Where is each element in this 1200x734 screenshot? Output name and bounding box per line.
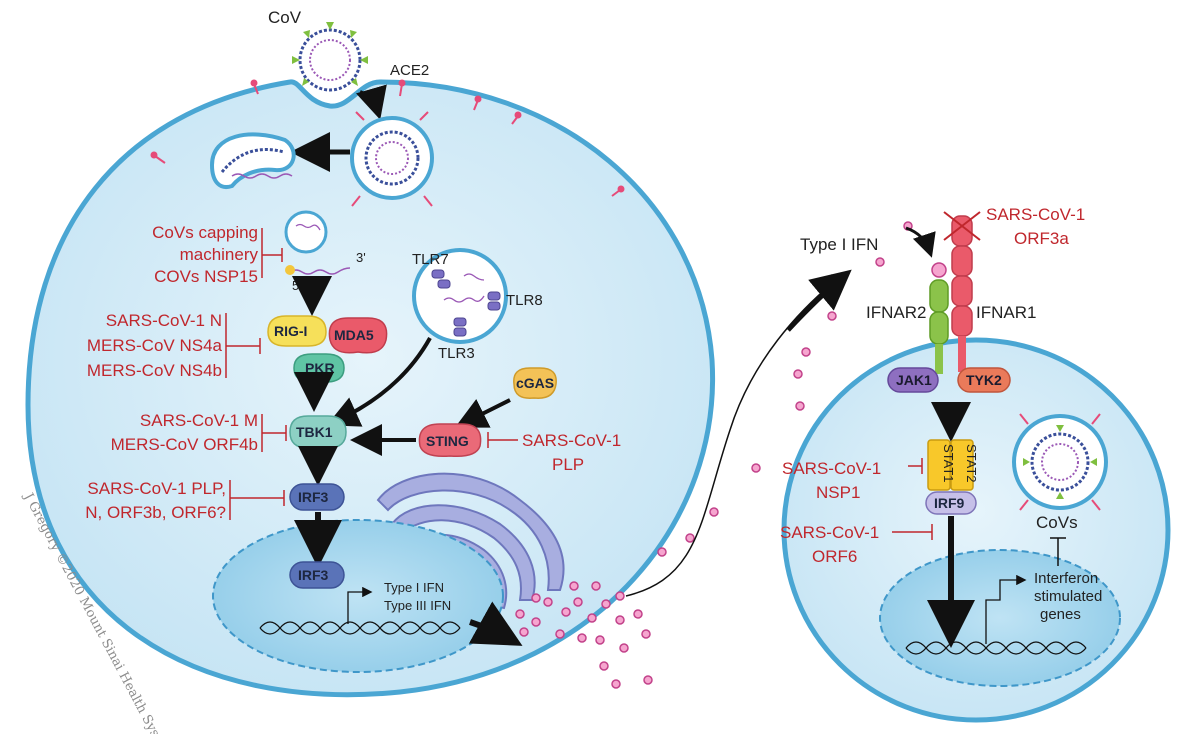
ace2-receptors [150,79,625,197]
sting-inhibitor-1: SARS-CoV-1 [522,431,621,450]
nsp1-inhibitor-1: SARS-CoV-1 [782,459,881,478]
isg-label-1: Interferon [1034,570,1098,587]
irf3-node [289,483,345,511]
capping-inhibition-bar [261,228,283,278]
svg-text:JAK1: JAK1 [896,372,932,388]
orf3a-block-x [943,211,981,241]
right-nucleus [879,549,1121,687]
capping-inhibitor-3: COVs NSP15 [154,267,258,286]
capping-inhibitor-1: CoVs capping [152,223,258,242]
type1-ifn-gene-label: Type I IFN [384,580,444,595]
svg-text:RIG-I: RIG-I [274,323,307,339]
tlr7-label: TLR7 [412,251,449,268]
rna-3prime-label: 3' [356,250,366,265]
ifnar2-receptor [929,262,949,374]
endosome-virus [350,111,434,207]
orf6-inhibitor-1: SARS-CoV-1 [780,523,879,542]
tyk2-node [957,367,1011,393]
svg-text:IRF3: IRF3 [298,489,329,505]
irf3-nuclear-node [289,561,345,589]
svg-text:STAT1: STAT1 [941,444,956,483]
rig-inhibitor-3: MERS-CoV NS4b [87,361,222,380]
isg-label-2: stimulated [1034,588,1102,605]
svg-text:TYK2: TYK2 [966,372,1002,388]
ifn-particles [515,221,913,689]
rna-5prime-label: 5' [292,278,302,293]
irf9-node [925,491,977,515]
isg-label-3: genes [1040,606,1081,623]
stat2-node [950,439,974,491]
covs-label: CoVs [1036,513,1078,532]
right-cell-virus [1012,413,1108,511]
stat-inhibition-bar [908,458,923,474]
ifn-label: Type I IFN [800,235,878,254]
svg-text:STING: STING [426,433,469,449]
orf6-inhibition-bar [892,524,933,540]
sting-inhibitor-2: PLP [552,455,584,474]
mda5-node [328,317,388,354]
virus-label: CoV [268,8,302,27]
orf6-inhibitor-2: ORF6 [812,547,857,566]
sting-node [418,423,482,458]
irf3-inhibition-bar [229,480,285,520]
cgas-node [513,367,557,399]
tbk1-inhibition-bar [261,414,287,452]
capping-inhibitor-2: machinery [180,245,259,264]
covs-inhibition-bar [1050,537,1066,566]
nsp1-inhibitor-2: NSP1 [816,483,860,502]
fusion-vesicle [209,132,296,189]
rig-inhibitor-2: MERS-CoV NS4a [87,336,223,355]
right-dna-helix [905,641,1087,655]
rigi-node [267,315,327,347]
tbk1-inhibitor-1: SARS-CoV-1 M [140,411,258,430]
ace2-label: ACE2 [390,62,429,79]
svg-text:STAT2: STAT2 [964,444,979,483]
cov-virion [292,22,368,92]
left-dna-helix [259,621,461,635]
tlr-endosome [412,248,508,344]
irf3-inhibitor-1: SARS-CoV-1 PLP, [87,479,226,498]
svg-text:IRF3: IRF3 [298,567,329,583]
svg-text:IRF9: IRF9 [934,495,965,511]
stat1-node [927,439,951,491]
svg-text:PKR: PKR [305,360,335,376]
sting-inhibition-bar [487,432,518,448]
svg-text:cGAS: cGAS [516,375,554,391]
orf3a-label-1: SARS-CoV-1 [986,205,1085,224]
tlr8-label: TLR8 [506,292,543,309]
rig-inhibition-bar [225,313,261,378]
left-nucleus [212,519,504,673]
ifnar2-label: IFNAR2 [866,303,926,322]
irf3-inhibitor-2: N, ORF3b, ORF6? [85,503,226,522]
tlr3-label: TLR3 [438,345,475,362]
tbk1-inhibitor-2: MERS-CoV ORF4b [111,435,258,454]
svg-text:MDA5: MDA5 [334,327,374,343]
jak1-node [887,367,939,393]
svg-text:TBK1: TBK1 [296,424,333,440]
type3-ifn-gene-label: Type III IFN [384,598,451,613]
orf3a-label-2: ORF3a [1014,229,1069,248]
rig-inhibitor-1: SARS-CoV-1 N [106,311,222,330]
ifnar1-label: IFNAR1 [976,303,1036,322]
ifnar1-receptor [951,215,973,372]
